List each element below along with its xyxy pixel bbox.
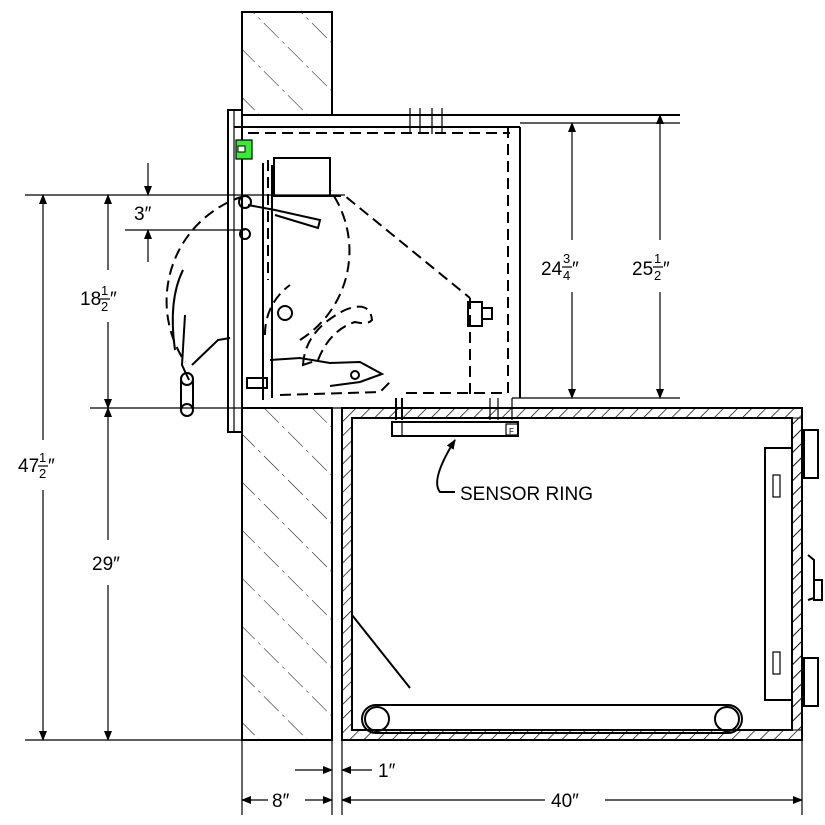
wall-flange bbox=[227, 109, 243, 433]
svg-text:″: ″ bbox=[663, 259, 670, 280]
svg-text:1: 1 bbox=[101, 283, 108, 298]
wall-section bbox=[241, 11, 333, 741]
sensor-ring-label: SENSOR RING bbox=[460, 484, 593, 505]
swing-door bbox=[165, 195, 245, 417]
hopper-mechanism bbox=[238, 157, 493, 400]
dim-29-label: 29″ bbox=[92, 554, 120, 575]
svg-text:″: ″ bbox=[110, 289, 117, 310]
sensor-mark-label: F bbox=[509, 427, 514, 436]
dim-24-label: 24 3 4 ″ bbox=[541, 251, 579, 283]
dimension-lines bbox=[25, 114, 803, 815]
chute-housing bbox=[234, 108, 680, 398]
svg-text:25: 25 bbox=[632, 259, 653, 280]
svg-text:2: 2 bbox=[39, 466, 46, 481]
svg-text:3: 3 bbox=[563, 251, 570, 266]
svg-text:24: 24 bbox=[541, 259, 563, 280]
dim-25-label: 25 1 2 ″ bbox=[632, 251, 670, 283]
dim-47-label: 47 1 2 ″ bbox=[18, 450, 55, 481]
svg-text:2: 2 bbox=[654, 268, 661, 283]
dim-1-label: 1″ bbox=[378, 761, 396, 782]
dim-8-label: 8″ bbox=[272, 791, 290, 812]
svg-text:47: 47 bbox=[18, 456, 39, 477]
svg-text:1: 1 bbox=[654, 251, 661, 266]
svg-text:1: 1 bbox=[39, 450, 46, 465]
svg-text:2: 2 bbox=[101, 299, 108, 314]
dim-3-label: 3″ bbox=[134, 204, 152, 225]
svg-text:18: 18 bbox=[80, 289, 101, 310]
dim-40-label: 40″ bbox=[551, 791, 579, 812]
status-indicator bbox=[235, 139, 253, 160]
safe-cabinet: F bbox=[341, 398, 823, 741]
svg-text:″: ″ bbox=[48, 456, 55, 477]
svg-text:4: 4 bbox=[563, 268, 570, 283]
svg-text:″: ″ bbox=[572, 259, 579, 280]
dim-18-label: 18 1 2 ″ bbox=[80, 283, 117, 314]
